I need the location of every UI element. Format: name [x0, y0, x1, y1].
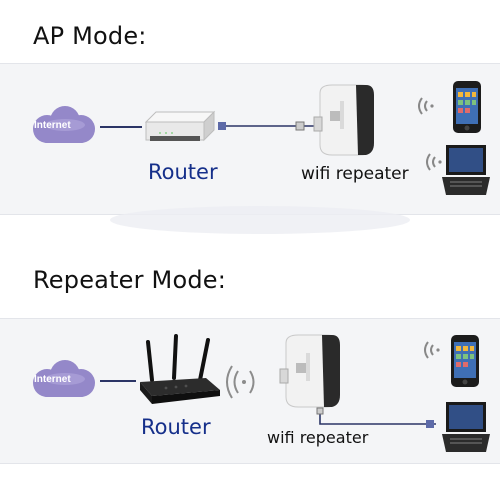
ap-wifi-signal-icon-2: [426, 153, 442, 171]
rep-wifi-repeater-icon: [279, 334, 340, 408]
rep-laptop-icon: [442, 402, 490, 452]
rep-router-icon: [140, 334, 220, 404]
ap-wifi-signal-icon: [418, 97, 434, 115]
repeater-mode-heading: Repeater Mode:: [33, 266, 227, 294]
ap-internet-label: Internet: [34, 120, 71, 131]
ap-internet-link: [100, 126, 142, 128]
rep-router-label: Router: [141, 415, 211, 439]
ap-ethernet-cable: [218, 121, 316, 131]
rep-internet-label: Internet: [34, 374, 71, 385]
ap-internet-cloud-icon: [33, 106, 95, 143]
rep-phone-icon: [451, 335, 479, 387]
ap-laptop-icon: [442, 145, 490, 195]
ap-phone-icon: [453, 81, 481, 133]
rep-repeater-label: wifi repeater: [267, 428, 369, 447]
ap-mode-heading: AP Mode:: [33, 22, 147, 50]
rep-internet-link: [100, 380, 136, 382]
watermark-smear: [110, 206, 410, 234]
ap-wifi-repeater-icon: [313, 84, 374, 156]
rep-internet-cloud-icon: [33, 360, 95, 397]
ap-router-label: Router: [148, 160, 218, 184]
rep-ethernet-cable: [316, 407, 436, 428]
ap-router-icon: [144, 110, 216, 142]
ap-repeater-label: wifi repeater: [301, 164, 409, 184]
rep-wifi-signal-icon: [226, 365, 255, 399]
rep-wifi-signal-icon-2: [424, 341, 440, 359]
